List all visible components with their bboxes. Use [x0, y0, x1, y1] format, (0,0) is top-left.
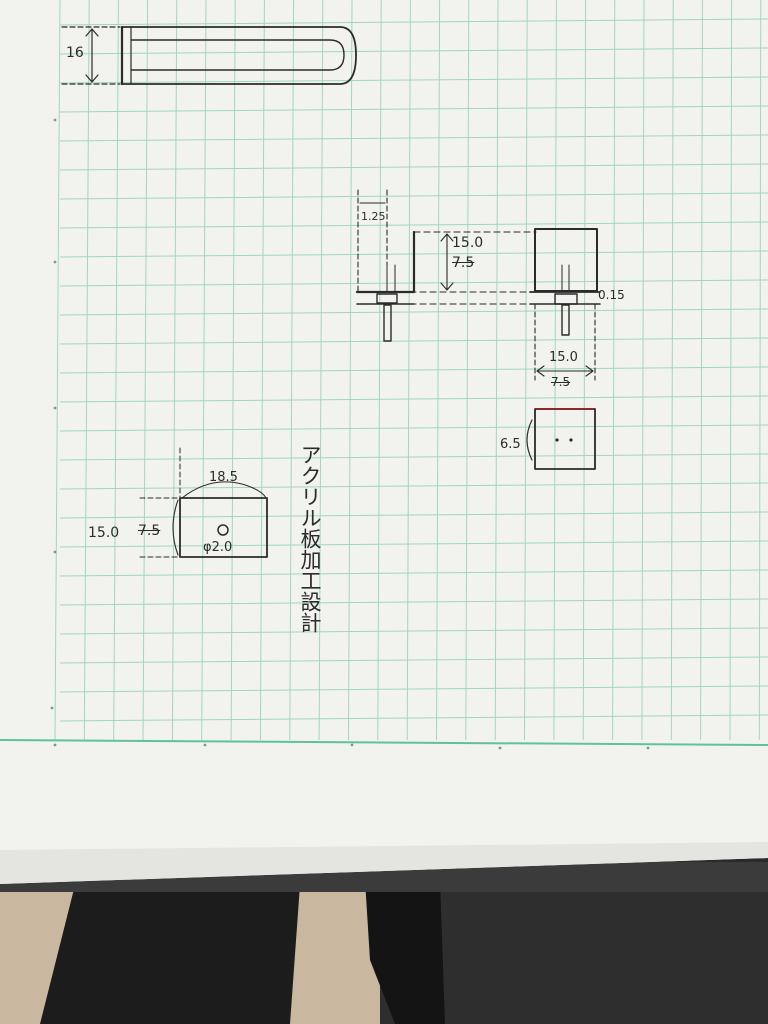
label-height-15-0: 15.0	[452, 235, 484, 251]
dimension-15-0-height	[399, 231, 537, 305]
grid-line-horizontal	[59, 424, 768, 432]
grid-dot	[350, 743, 354, 747]
grid-line-vertical	[641, 0, 645, 741]
grid-line-horizontal	[59, 482, 768, 490]
grid-line-vertical	[700, 0, 703, 741]
dark-fabric-right	[380, 870, 768, 1024]
grid-line-vertical	[201, 0, 207, 741]
grid-dot	[53, 550, 57, 554]
grid-line-vertical	[318, 0, 324, 741]
label-plate-height: 15.0	[88, 525, 120, 541]
label-dim-6-5: 6.5	[500, 437, 521, 452]
grid-line-horizontal	[59, 105, 768, 113]
grid-line-horizontal	[59, 76, 768, 84]
grid-dot	[646, 746, 650, 750]
grid-line-vertical	[612, 0, 616, 741]
grid-dots	[50, 118, 650, 750]
dimension-1-25	[357, 189, 388, 293]
grid-line-horizontal	[59, 627, 768, 635]
label-width-1-25: 1.25	[361, 210, 386, 223]
grid-dot	[498, 746, 502, 750]
grid-line-horizontal	[59, 337, 768, 345]
grid-line-vertical	[142, 0, 149, 741]
top-view-mark-left	[555, 438, 559, 442]
top-view-drawing	[526, 408, 596, 470]
grid-line-vertical	[758, 0, 762, 741]
label-height-7-5-struck: 7.5	[452, 255, 475, 271]
grid-line-horizontal	[59, 163, 768, 171]
grid-line-horizontal	[59, 366, 768, 374]
grid-line-horizontal	[59, 685, 768, 693]
grid-line-vertical	[171, 0, 178, 741]
grid-line-vertical	[54, 0, 61, 741]
grid-line-vertical	[582, 0, 587, 741]
grid-line-horizontal	[59, 308, 768, 316]
plate-drawing	[139, 447, 268, 558]
grid-line-horizontal	[59, 540, 768, 548]
grid-line-vertical	[553, 0, 557, 741]
grid-dot	[50, 706, 54, 710]
grid-line-horizontal	[59, 598, 768, 606]
grid-line-vertical	[289, 0, 295, 741]
label-width-7-5-struck: 7.5	[551, 375, 571, 389]
grid-line-horizontal	[59, 453, 768, 461]
graph-grid	[54, 0, 768, 741]
grid-line-horizontal	[59, 192, 768, 200]
grid-line-horizontal	[59, 569, 768, 577]
grid-dot	[53, 260, 57, 264]
dark-fabric-middle	[365, 880, 445, 1024]
grid-line-horizontal	[59, 714, 768, 722]
front-view-drawing	[529, 228, 601, 336]
grid-line-vertical	[494, 0, 499, 741]
grid-dot	[53, 118, 57, 122]
grid-line-horizontal	[59, 511, 768, 519]
label-height-16: 16	[66, 45, 84, 61]
grid-line-vertical	[259, 0, 265, 741]
grid-line-vertical	[729, 0, 733, 741]
paper-edge-shadow	[0, 842, 768, 884]
u-shaped-part-drawing	[120, 25, 357, 86]
grid-line-horizontal	[59, 18, 768, 26]
grid-line-vertical	[348, 0, 353, 741]
top-view-mark-right	[569, 438, 573, 442]
grid-line-vertical	[230, 0, 236, 741]
grid-line-vertical	[83, 0, 90, 741]
label-gap-0-15: 0.15	[598, 288, 625, 302]
grid-line-vertical	[524, 0, 528, 741]
label-plate-height-struck: 7.5	[138, 523, 161, 539]
grid-line-horizontal	[59, 221, 768, 229]
dimension-16	[61, 26, 121, 85]
dark-fabric-left	[40, 885, 300, 1024]
grid-line-horizontal	[59, 395, 768, 403]
grid-line-horizontal	[59, 47, 768, 55]
grid-dot	[203, 743, 207, 747]
paper-sheet	[0, 0, 768, 884]
label-width-15-0: 15.0	[549, 350, 578, 365]
dimension-15-0-width	[534, 303, 596, 381]
grid-bottom-border	[0, 739, 768, 746]
grid-line-horizontal	[59, 656, 768, 664]
drawing-title: アクリル板加工設計	[298, 444, 322, 633]
grid-line-horizontal	[59, 134, 768, 142]
grid-dot	[53, 406, 57, 410]
grid-line-vertical	[670, 0, 674, 741]
grid-dot	[53, 743, 57, 747]
label-hole-diameter: φ2.0	[203, 540, 233, 555]
label-plate-width: 18.5	[209, 470, 238, 485]
grid-line-vertical	[113, 0, 119, 741]
